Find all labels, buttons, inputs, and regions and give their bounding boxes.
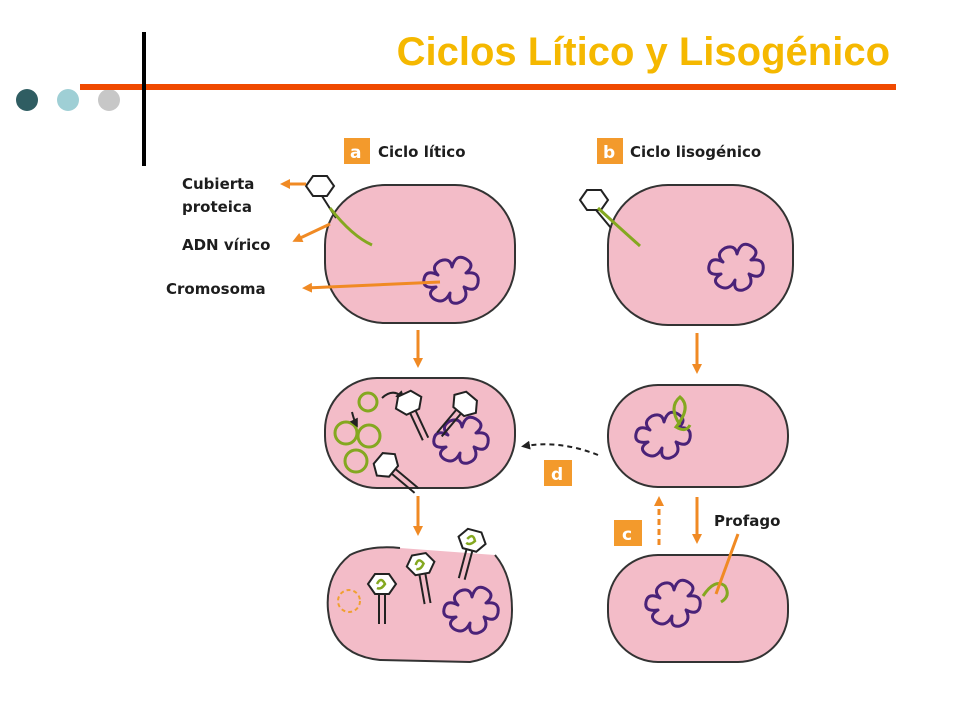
- lysogenic-to-lytic-arrow: [521, 440, 599, 456]
- cell-lyso-1: [607, 184, 794, 326]
- pointer-arrow: [292, 222, 331, 242]
- accent-line: [80, 84, 896, 90]
- badge-c: [614, 520, 642, 546]
- cell-lytic-1: [324, 184, 516, 324]
- badge-b: [597, 138, 623, 164]
- prophage: [701, 582, 729, 604]
- badge-a-text: a: [350, 143, 361, 163]
- viral-dna-integrating: [672, 395, 692, 432]
- replication-arrow: [349, 411, 358, 428]
- empty-capsid: [337, 589, 361, 613]
- panel-a-header: a Ciclo lítico: [344, 138, 466, 164]
- pointer-arrow: [302, 280, 441, 293]
- cell-lyso-2: [607, 384, 789, 488]
- decor-dot-teal: [57, 89, 79, 111]
- badge-c-text: c: [622, 525, 632, 545]
- badge-d-text: d: [551, 465, 563, 485]
- panel-a-label: Ciclo lítico: [378, 143, 466, 161]
- label-profago: Profago: [714, 512, 780, 530]
- label-adn-virico: ADN vírico: [182, 236, 271, 254]
- panel-b-header: b Ciclo lisogénico: [597, 138, 761, 164]
- viral-dna-circles: [333, 391, 382, 474]
- label-cubierta-1: Cubierta: [182, 175, 254, 193]
- badge-d: [544, 460, 572, 486]
- decor-dot-dark: [16, 89, 38, 111]
- phage-attaching: [578, 189, 641, 248]
- label-cromosoma: Cromosoma: [166, 280, 266, 298]
- pointer-line: [714, 533, 740, 595]
- panel-b-label: Ciclo lisogénico: [630, 143, 761, 161]
- badge-b-text: b: [603, 143, 615, 163]
- phage-attaching: [304, 175, 373, 247]
- badge-a: [344, 138, 370, 164]
- vertical-divider: [142, 32, 146, 166]
- label-cubierta-2: proteica: [182, 198, 252, 216]
- slide-title: Ciclos Lítico y Lisogénico: [396, 30, 890, 74]
- decor-dot-gray: [98, 89, 120, 111]
